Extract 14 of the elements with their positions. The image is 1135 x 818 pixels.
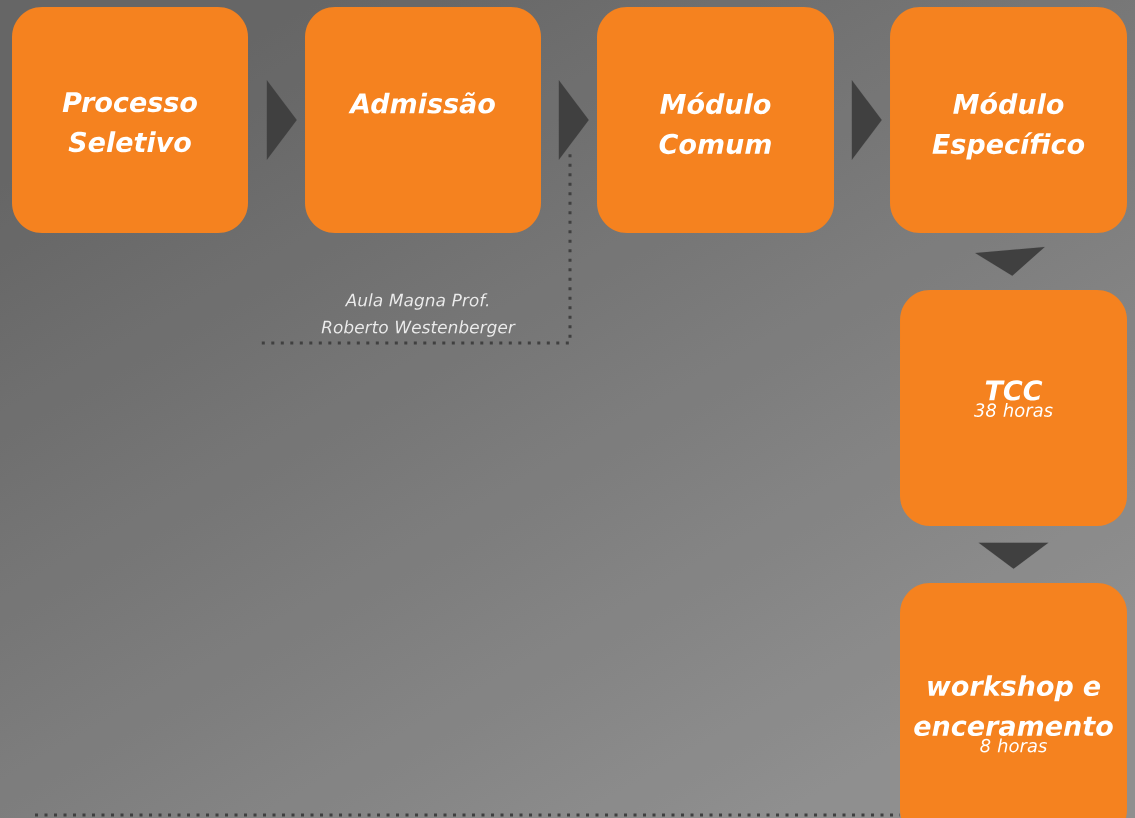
box-title: Admissão: [348, 92, 495, 114]
chevron-arrow: [978, 542, 1049, 569]
box-subtitle: 8 horas: [980, 738, 1047, 753]
annotation-text: Aula Magna Prof. Roberto Westenberger: [321, 293, 516, 337]
chevron-arrow: [851, 80, 882, 160]
leader-line: [261, 152, 572, 345]
box-subtitle: 38 horas: [973, 403, 1053, 417]
box-title: TCC: [985, 380, 1043, 401]
box-title: Módulo Comum: [659, 92, 771, 155]
chevron-arrow: [558, 80, 589, 160]
box-title: workshop e enceramento: [914, 675, 1113, 737]
box-title: Processo Seletivo: [62, 92, 197, 153]
box-title: Módulo Específico: [932, 92, 1085, 160]
chevron-arrow: [266, 80, 297, 160]
